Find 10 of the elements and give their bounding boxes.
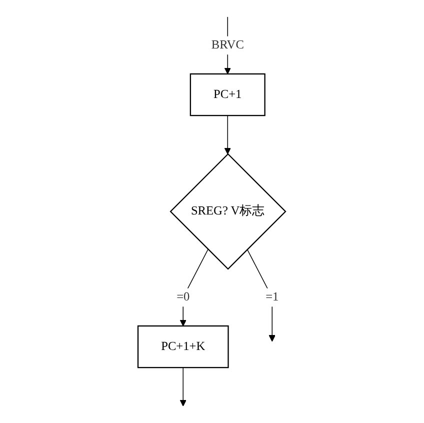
node-diamond: SREG? V标志: [170, 153, 287, 270]
arrow: [180, 367, 187, 406]
arrow: [247, 248, 276, 342]
edge-label: =1: [266, 290, 279, 304]
arrow: [180, 248, 209, 326]
edge-label: BRVC: [212, 38, 244, 52]
node-box: PC+1+K: [138, 325, 230, 368]
arrow: [224, 115, 232, 154]
node-box: PC+1: [190, 73, 266, 116]
edge-label: =0: [176, 290, 190, 304]
